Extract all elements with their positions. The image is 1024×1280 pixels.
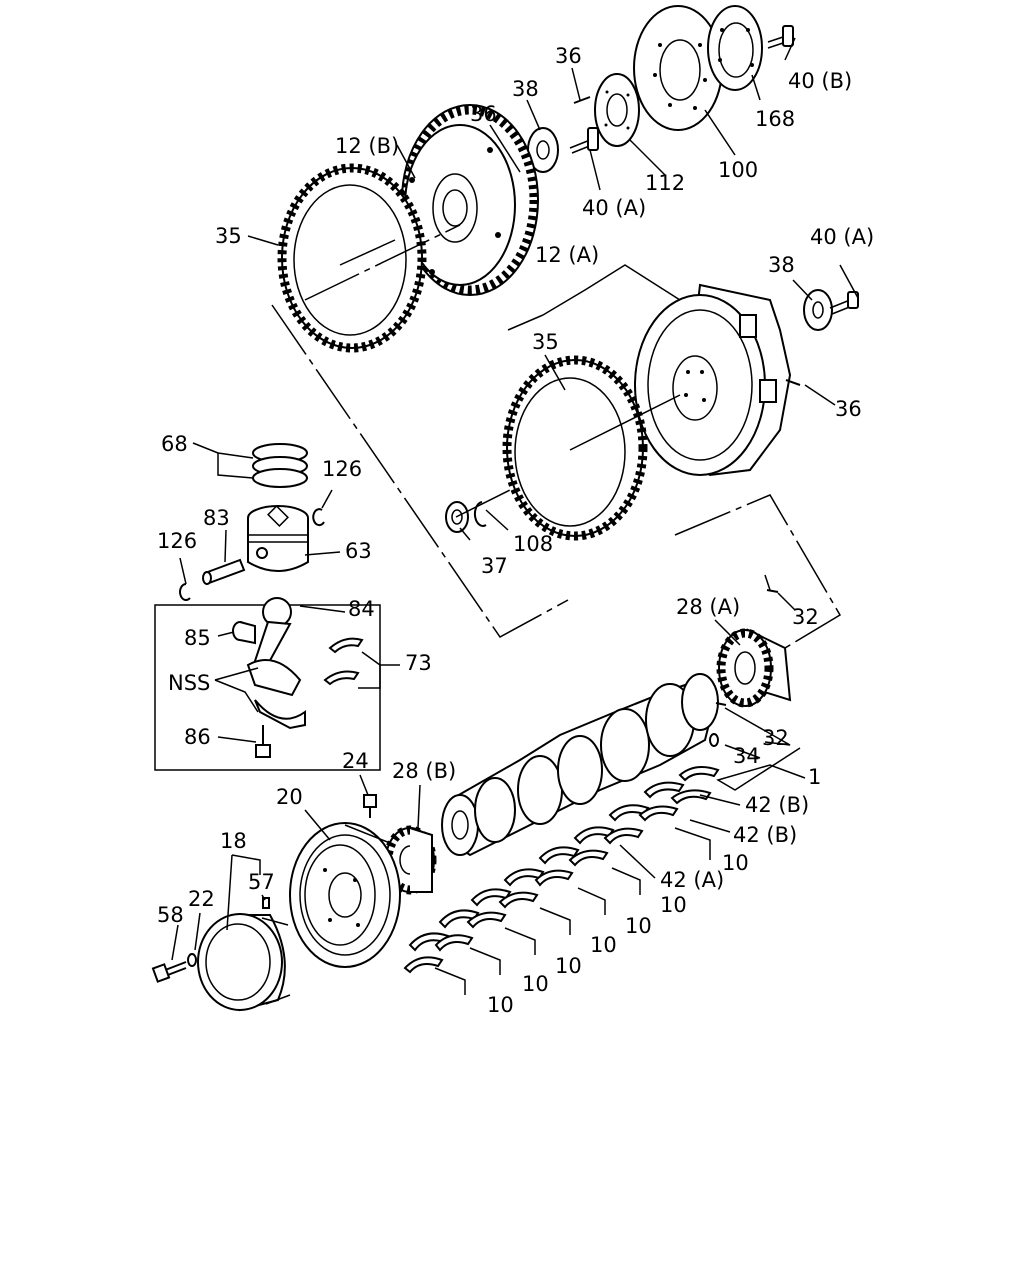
- label-28b: 28 (B): [392, 759, 456, 783]
- label-36b: 36: [470, 102, 497, 126]
- label-42a: 42 (A): [660, 868, 724, 892]
- label-1: 1: [808, 765, 821, 789]
- label-12b: 12 (B): [335, 134, 399, 158]
- label-32b: 32: [762, 726, 789, 750]
- label-20: 20: [276, 785, 303, 809]
- piston-rings-68: [252, 443, 308, 488]
- assembly-lines: [271, 224, 842, 846]
- label-68: 68: [161, 432, 188, 456]
- label-85: 85: [184, 626, 211, 650]
- label-63: 63: [345, 539, 372, 563]
- label-40b: 40 (B): [788, 69, 852, 93]
- bushing-85: [232, 621, 256, 645]
- bearings-73: [323, 637, 364, 686]
- label-36a: 36: [555, 44, 582, 68]
- label-35a: 35: [215, 224, 242, 248]
- pin-57: [262, 897, 270, 909]
- label-42b-2: 42 (B): [733, 823, 797, 847]
- dowel-32a: [766, 589, 779, 593]
- gear-28a: [716, 628, 792, 708]
- label-40a-2: 40 (A): [810, 225, 874, 249]
- bolt-58: [151, 961, 187, 983]
- dowel-36a: [573, 96, 591, 104]
- label-28a: 28 (A): [676, 595, 740, 619]
- flywheel-12a: [634, 283, 792, 477]
- label-24: 24: [342, 749, 369, 773]
- label-42b-1: 42 (B): [745, 793, 809, 817]
- bolt-40a-2: [829, 291, 859, 315]
- snap-ring-108: [473, 501, 487, 527]
- label-36c: 36: [835, 397, 862, 421]
- label-58: 58: [157, 903, 184, 927]
- label-38a: 38: [512, 77, 539, 101]
- label-100: 100: [718, 158, 758, 182]
- rod-cap-nss: [254, 699, 306, 730]
- bolt-40b: [767, 25, 794, 49]
- label-73: 73: [405, 651, 432, 675]
- label-18: 18: [220, 829, 247, 853]
- main-bearings-10: [403, 765, 720, 974]
- adapter-112: [594, 73, 640, 147]
- label-10a: 10: [722, 851, 749, 875]
- damper-18: [197, 913, 291, 1012]
- label-126b: 126: [157, 529, 197, 553]
- label-126a: 126: [322, 457, 362, 481]
- piston-pin-83: [202, 558, 246, 585]
- washer-22: [187, 953, 197, 967]
- piston-63: [247, 505, 309, 572]
- label-168: 168: [755, 107, 795, 131]
- dowel-32b: [715, 702, 727, 706]
- ring-gear-35a: [277, 163, 427, 353]
- dowel-36c: [785, 379, 801, 386]
- label-10c: 10: [625, 914, 652, 938]
- label-108: 108: [513, 532, 553, 556]
- label-nss: NSS: [168, 671, 210, 695]
- pulley-20: [289, 822, 401, 968]
- crankshaft-1: [441, 673, 719, 857]
- label-10f: 10: [522, 972, 549, 996]
- label-12a: 12 (A): [535, 243, 599, 267]
- connecting-rod-84: [246, 597, 302, 697]
- flywheel-12b: [401, 104, 539, 296]
- label-83: 83: [203, 506, 230, 530]
- leader-lines: [171, 37, 859, 995]
- label-10g: 10: [487, 993, 514, 1017]
- bolt-86: [255, 725, 271, 758]
- label-40a-1: 40 (A): [582, 196, 646, 220]
- label-112: 112: [645, 171, 685, 195]
- label-57: 57: [248, 870, 275, 894]
- flex-plate-100: [633, 5, 723, 131]
- label-35b: 35: [532, 330, 559, 354]
- bolt-40a: [569, 127, 599, 154]
- label-34: 34: [733, 744, 760, 768]
- key-34: [709, 733, 719, 747]
- label-38b: 38: [768, 253, 795, 277]
- label-37: 37: [481, 554, 508, 578]
- label-84: 84: [348, 597, 375, 621]
- label-32a: 32: [792, 605, 819, 629]
- label-10b: 10: [660, 893, 687, 917]
- label-22: 22: [188, 887, 215, 911]
- snap-ring-126a: [312, 508, 325, 527]
- ring-gear-35b: [502, 355, 681, 541]
- plate-168: [707, 5, 763, 91]
- bolt-24: [363, 794, 377, 818]
- snap-ring-126b: [179, 583, 191, 601]
- callout-labels: 36 38 36 40 (B) 168 100 112 40 (A) 12 (B…: [157, 44, 874, 1017]
- label-86: 86: [184, 725, 211, 749]
- label-10e: 10: [555, 954, 582, 978]
- label-10d: 10: [590, 933, 617, 957]
